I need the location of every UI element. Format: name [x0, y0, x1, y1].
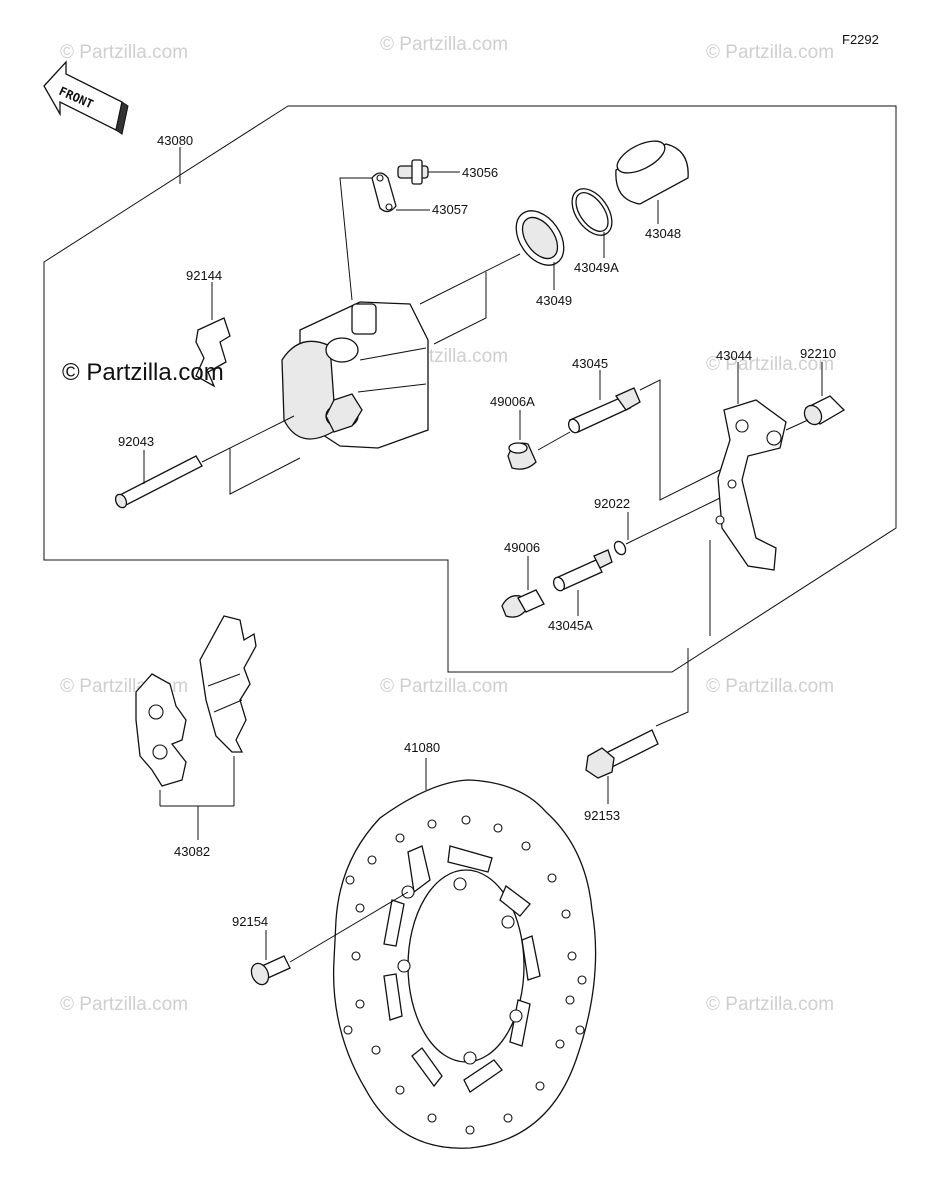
watermark: © Partzilla.com: [706, 42, 834, 63]
part-label-41080: 41080: [404, 740, 440, 755]
watermark: © Partzilla.com: [706, 676, 834, 697]
slide-pin-43045A: [552, 549, 613, 616]
ring-92022: [613, 512, 629, 556]
part-label-92022: 92022: [594, 496, 630, 511]
figure-code: F2292: [842, 32, 879, 47]
dust-seal-43049: [515, 210, 565, 290]
part-label-43045A: 43045A: [548, 618, 593, 633]
piston-seal-43049A: [571, 188, 613, 258]
part-label-43056: 43056: [462, 165, 498, 180]
watermark: © Partzilla.com: [706, 994, 834, 1015]
bleeder-cap-43057: [371, 172, 430, 213]
part-label-43080: 43080: [157, 133, 193, 148]
watermark: © Partzilla.com: [60, 994, 188, 1015]
part-label-92210: 92210: [800, 346, 836, 361]
collar-92210: [803, 362, 846, 426]
watermark: © Partzilla.com: [380, 34, 508, 55]
watermark: © Partzilla.com: [380, 676, 508, 697]
brake-disc-41080: [332, 758, 597, 1149]
part-label-43057: 43057: [432, 202, 468, 217]
part-label-43049A: 43049A: [574, 260, 619, 275]
part-label-92154: 92154: [232, 914, 268, 929]
part-label-92043: 92043: [118, 434, 154, 449]
piston-43048: [615, 140, 689, 224]
disc-screw-92154: [250, 891, 409, 986]
part-label-43044: 43044: [716, 348, 752, 363]
part-label-92144: 92144: [186, 268, 222, 283]
assembly-outline-43080: [43, 105, 897, 673]
copyright-text: © Partzilla.com: [62, 359, 224, 386]
disc-holes: [343, 815, 587, 1135]
bleeder-valve-43056: [397, 159, 460, 185]
front-arrow-icon: FRONT: [43, 60, 129, 135]
part-label-43045: 43045: [572, 356, 608, 371]
pad-spring-92144: [195, 282, 231, 388]
part-label-49006A: 49006A: [490, 394, 535, 409]
caliper-bracket-43044: [715, 362, 787, 571]
caliper-body: [281, 301, 429, 449]
part-label-49006: 49006: [504, 540, 540, 555]
part-label-43082: 43082: [174, 844, 210, 859]
bolt-92153: [585, 729, 659, 804]
slide-pin-43045: [567, 370, 641, 434]
watermark: © Partzilla.com: [60, 42, 188, 63]
part-label-92153: 92153: [584, 808, 620, 823]
brake-pads-43082: [135, 615, 257, 840]
boot-49006A: [507, 410, 537, 470]
pad-pin-92043: [114, 450, 203, 509]
part-label-43049: 43049: [536, 293, 572, 308]
boot-49006: [501, 556, 545, 618]
part-label-43048: 43048: [645, 226, 681, 241]
